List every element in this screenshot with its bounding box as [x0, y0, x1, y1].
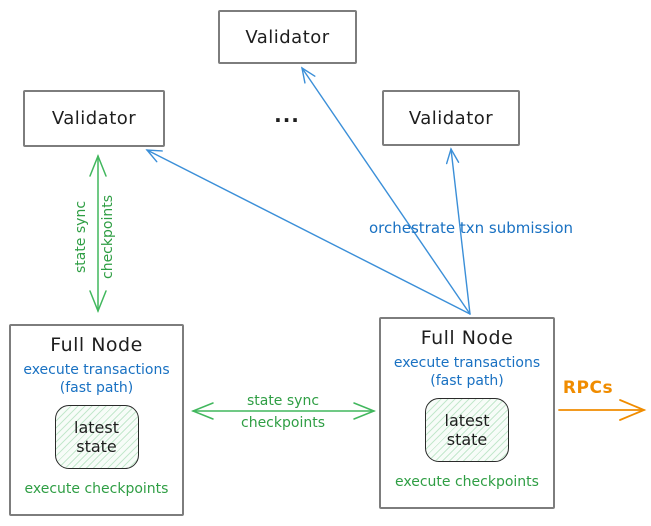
latest-state-box-right: latest state — [425, 398, 509, 463]
execute-transactions-text: execute transactions — [393, 355, 541, 371]
full-node-left-execute-checkpoints: execute checkpoints — [24, 481, 169, 498]
latest-state-box-left: latest state — [54, 405, 139, 470]
full-node-box-right: Full Node execute transactions (fast pat… — [379, 317, 555, 509]
validator-left-label: Validator — [51, 108, 137, 129]
checkpoints-text: checkpoints — [100, 195, 116, 279]
latest-state-line2: state — [446, 430, 488, 450]
full-node-right-execute-transactions: execute transactions (fast path) — [394, 354, 540, 390]
state-sync-checkpoints-vertical-label: state sync checkpoints — [73, 177, 120, 297]
latest-state-line2: state — [76, 437, 117, 457]
validator-box-right: Validator — [382, 90, 520, 146]
latest-state-line1: latest — [444, 411, 490, 431]
validator-top-label: Validator — [245, 26, 330, 48]
latest-state-line1: latest — [74, 418, 119, 438]
validator-box-left: Validator — [23, 90, 165, 147]
validator-right-label: Validator — [408, 107, 494, 129]
full-node-left-execute-transactions: execute transactions (fast path) — [23, 361, 169, 397]
execute-transactions-text: execute transactions — [23, 362, 170, 378]
arrow-orchestrate-to-left-validator — [145, 149, 471, 315]
state-sync-horizontal-label-line1: state sync — [246, 393, 320, 409]
full-node-left-title: Full Node — [50, 334, 143, 356]
arrow-orchestrate-to-right-validator — [445, 147, 471, 315]
rpcs-label: RPCs — [562, 378, 614, 398]
full-node-right-title: Full Node — [420, 327, 514, 349]
arrow-orchestrate-to-top-validator — [300, 66, 471, 315]
orchestrate-txn-submission-label: orchestrate txn submission — [368, 219, 574, 237]
validator-box-top: Validator — [218, 10, 357, 64]
full-node-box-left: Full Node execute transactions (fast pat… — [9, 324, 184, 516]
state-sync-text: state sync — [73, 200, 89, 274]
fast-path-text: (fast path) — [59, 380, 134, 397]
fast-path-text: (fast path) — [430, 373, 504, 390]
full-node-right-execute-checkpoints: execute checkpoints — [395, 474, 539, 491]
validators-ellipsis: ... — [274, 103, 300, 127]
state-sync-horizontal-label-line2: checkpoints — [241, 415, 325, 431]
